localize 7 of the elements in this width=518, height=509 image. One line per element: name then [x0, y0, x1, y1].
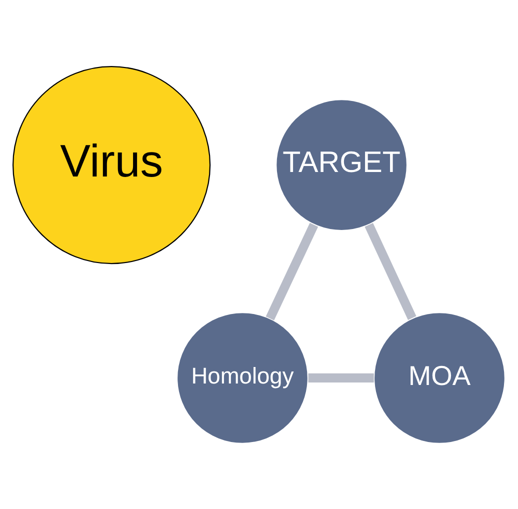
node-circle: TARGET — [276, 98, 408, 231]
connector — [364, 222, 416, 320]
node-circle: Homology — [176, 311, 309, 444]
node-circle: Virus — [12, 65, 211, 264]
connector — [308, 372, 374, 382]
connector — [266, 222, 318, 320]
node-circle: MOA — [373, 311, 506, 444]
